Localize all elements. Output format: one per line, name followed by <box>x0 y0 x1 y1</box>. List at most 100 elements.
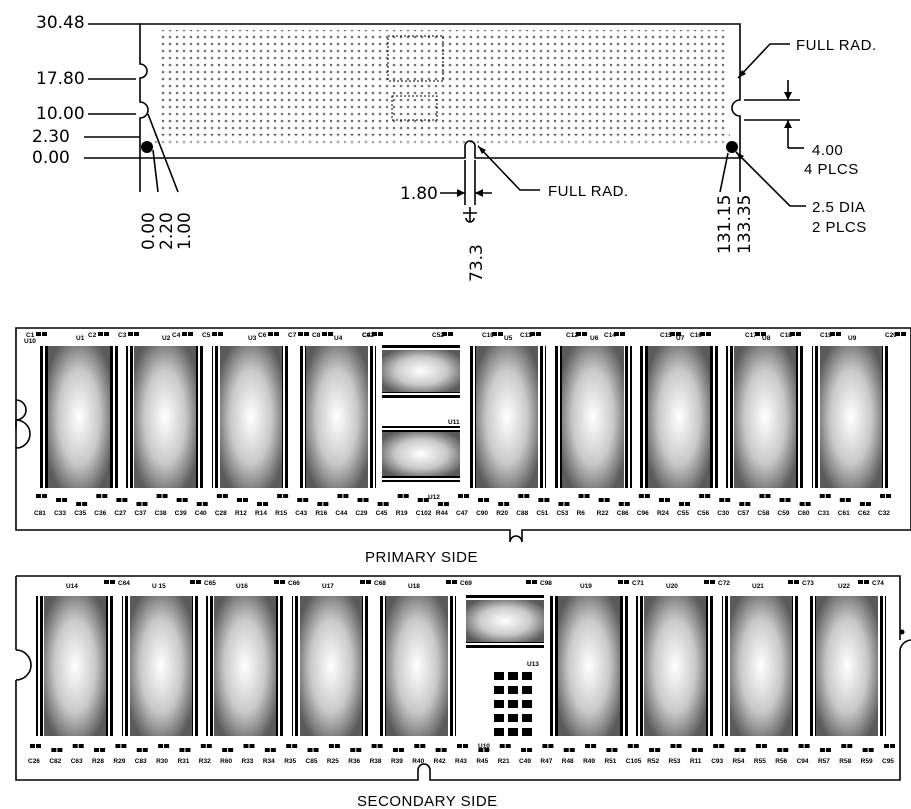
smd-pad <box>435 748 441 752</box>
smd-pad <box>527 748 533 752</box>
smd-pad <box>264 748 270 752</box>
smd-pad <box>819 748 825 752</box>
smd-pad <box>618 580 623 584</box>
chip-pins-right <box>448 596 456 736</box>
smd-pad <box>196 502 202 506</box>
secondary-chip <box>206 596 284 736</box>
smd-pad <box>614 332 619 336</box>
smd-pad <box>423 498 429 502</box>
secondary-small-chip-label: U13 <box>527 661 539 668</box>
secondary-board-outline <box>15 575 901 781</box>
secondary-part-label: C85 <box>306 758 318 765</box>
smd-pad <box>886 494 891 498</box>
smd-pad <box>710 580 715 584</box>
smd-pad <box>598 498 604 502</box>
chip-pins-left <box>468 346 476 488</box>
secondary-part-label: R31 <box>177 758 189 765</box>
smd-pad <box>323 502 329 506</box>
smd-pad <box>437 502 443 506</box>
secondary-part-label: C93 <box>711 758 723 765</box>
primary-part-label: C35 <box>74 510 86 517</box>
secondary-part-label: R59 <box>861 758 873 765</box>
smd-pad <box>704 580 709 584</box>
smd-pad <box>478 748 484 752</box>
secondary-notch-right <box>899 639 911 660</box>
primary-cap-label: C12 <box>566 332 578 339</box>
smd-pad <box>755 744 761 748</box>
smd-pad <box>868 748 874 752</box>
primary-part-label: C58 <box>757 510 769 517</box>
secondary-part-label: R49 <box>583 758 595 765</box>
chip-body <box>130 596 192 736</box>
chip-pins-left <box>808 596 816 736</box>
primary-part-label: R19 <box>396 510 408 517</box>
smd-pad <box>794 580 799 584</box>
primary-chip-label: U1 <box>76 335 85 342</box>
secondary-part-label: C63 <box>71 758 83 765</box>
smd-pad <box>142 748 148 752</box>
secondary-part-label: R32 <box>199 758 211 765</box>
smd-pad <box>115 744 121 748</box>
chip-body <box>734 346 796 488</box>
chip-pins-right <box>624 346 632 488</box>
smd-pad <box>734 748 740 752</box>
primary-part-label: C90 <box>476 510 488 517</box>
smd-pad <box>398 748 404 752</box>
smd-pad <box>377 744 383 748</box>
smd-pad <box>819 494 825 498</box>
arrowhead <box>784 92 792 100</box>
smd-pad <box>452 580 457 584</box>
smd-pad <box>719 498 725 502</box>
secondary-part-label: R34 <box>263 758 275 765</box>
secondary-part-label: R48 <box>562 758 574 765</box>
secondary-chip <box>636 596 714 736</box>
primary-cap-label: C5 <box>202 332 211 339</box>
smd-pad <box>78 744 84 748</box>
arrowhead <box>457 189 465 197</box>
secondary-chip <box>292 596 370 736</box>
smd-pad <box>584 494 590 498</box>
smd-pad <box>371 744 377 748</box>
chip-body <box>306 346 368 488</box>
smd-pad <box>508 714 518 722</box>
smd-pad <box>200 744 206 748</box>
smd-pad <box>322 332 327 336</box>
secondary-part-label: R58 <box>839 758 851 765</box>
primary-cap-label: C6 <box>258 332 267 339</box>
smd-pad <box>585 744 591 748</box>
smd-pad <box>228 748 234 752</box>
smd-pad <box>190 580 195 584</box>
smd-pad <box>895 332 900 336</box>
smd-pad <box>508 728 518 736</box>
chip-pins-left <box>36 596 44 736</box>
primary-part-label: R12 <box>235 510 247 517</box>
smd-pad <box>498 332 503 336</box>
arrowhead <box>478 146 486 154</box>
secondary-part-label: R47 <box>540 758 552 765</box>
primary-small-chip-label: U10 <box>24 338 36 345</box>
dim-gap: 1.80 <box>400 184 438 204</box>
chip-body <box>386 596 448 736</box>
secondary-part-label: C94 <box>797 758 809 765</box>
secondary-part-label: R51 <box>604 758 616 765</box>
secondary-chip <box>550 596 628 736</box>
smd-pad <box>508 700 518 708</box>
smd-pad <box>658 498 664 502</box>
smd-pad <box>676 744 682 748</box>
label-rad-bottom: FULL RAD. <box>548 183 629 200</box>
smd-pad <box>494 728 504 736</box>
primary-cap-label: C52 <box>432 332 444 339</box>
chip-pins-top <box>382 344 460 350</box>
chip-pins-left <box>212 346 220 488</box>
primary-cap-label: C15 <box>660 332 672 339</box>
smd-pad <box>280 580 285 584</box>
chip-body <box>300 596 362 736</box>
smd-pad <box>292 744 298 748</box>
primary-chip-label: U4 <box>334 335 343 342</box>
smd-pad <box>136 502 142 506</box>
secondary-part-label: R25 <box>327 758 339 765</box>
chip-body <box>730 596 792 736</box>
smd-pad <box>548 744 554 748</box>
smd-pad <box>142 502 148 506</box>
